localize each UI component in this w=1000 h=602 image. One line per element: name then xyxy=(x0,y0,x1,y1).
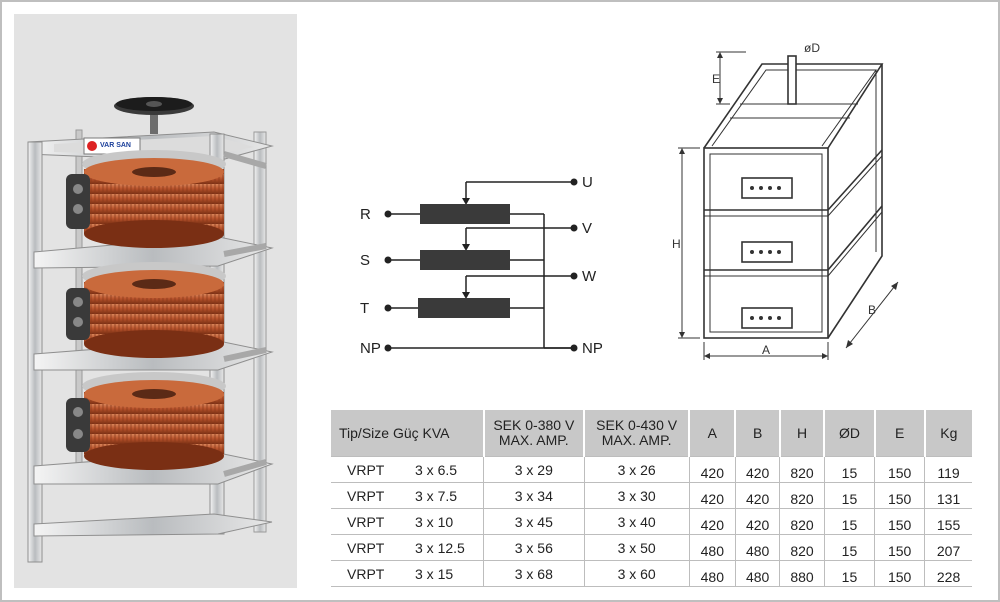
cell-od: 15 xyxy=(824,508,876,535)
cell-kg: 207 xyxy=(924,534,972,561)
cell-od: 15 xyxy=(824,456,876,483)
col-header-b: B xyxy=(735,410,781,457)
output-label-w: W xyxy=(582,268,597,285)
cell-e: 150 xyxy=(874,508,926,535)
dim-label-e: E xyxy=(712,72,720,86)
cell-a: 420 xyxy=(689,456,736,483)
cell-od: 15 xyxy=(824,482,876,509)
cell-h: 820 xyxy=(779,534,825,561)
cell-amp-430: 3 x 40 xyxy=(584,508,690,535)
coil-s xyxy=(420,250,510,270)
cell-kg: 131 xyxy=(924,482,972,509)
cell-h: 880 xyxy=(779,560,825,587)
cell-a: 480 xyxy=(689,534,736,561)
dim-label-h: H xyxy=(672,237,681,251)
cell-a: 420 xyxy=(689,508,736,535)
col-header-type: Tip/Size Güç KVA xyxy=(331,410,485,457)
col-header-h: H xyxy=(779,410,826,457)
cell-od: 15 xyxy=(824,534,876,561)
cell-kg: 155 xyxy=(924,508,972,535)
dim-label-a: A xyxy=(762,343,770,357)
col-header-kg: Kg xyxy=(924,410,972,457)
input-label-s: S xyxy=(360,252,370,269)
cell-od: 15 xyxy=(824,560,876,587)
cell-amp-430: 3 x 26 xyxy=(584,456,690,483)
cell-h: 820 xyxy=(779,482,825,509)
col-header-e: E xyxy=(874,410,926,457)
cell-h: 820 xyxy=(779,456,825,483)
wiring-schematic: R S T NP U V W NP xyxy=(360,174,603,357)
cell-e: 150 xyxy=(874,534,926,561)
brand-logo-text: VAR SAN xyxy=(100,142,131,149)
cell-amp-430: 3 x 60 xyxy=(584,560,690,587)
coil-t xyxy=(418,298,510,318)
cell-a: 420 xyxy=(689,482,736,509)
cell-amp-430: 3 x 50 xyxy=(584,534,690,561)
input-label-t: T xyxy=(360,300,369,317)
cell-kg: 228 xyxy=(924,560,972,587)
cell-b: 420 xyxy=(735,508,781,535)
output-label-u: U xyxy=(582,174,593,191)
variac-product-illustration: VAR SAN xyxy=(27,97,274,563)
cell-e: 150 xyxy=(874,482,926,509)
cell-a: 480 xyxy=(689,560,736,587)
cell-amp-380: 3 x 34 xyxy=(483,482,585,509)
cell-b: 420 xyxy=(735,482,781,509)
col-header-od: ØD xyxy=(824,410,876,457)
cell-b: 480 xyxy=(735,534,781,561)
dimension-drawing: øD E H A B xyxy=(672,41,899,360)
cell-e: 150 xyxy=(874,560,926,587)
product-photo-panel: VAR SAN xyxy=(14,14,297,588)
cell-amp-380: 3 x 68 xyxy=(483,560,585,587)
cell-h: 820 xyxy=(779,508,825,535)
dim-label-b: B xyxy=(868,303,876,317)
input-label-r: R xyxy=(360,206,371,223)
dim-label-od: øD xyxy=(804,41,820,55)
cell-b: 480 xyxy=(735,560,781,587)
output-label-v: V xyxy=(582,220,592,237)
coil-r xyxy=(420,204,510,224)
cell-e: 150 xyxy=(874,456,926,483)
output-label-np: NP xyxy=(582,340,603,357)
col-header-a: A xyxy=(689,410,737,457)
cell-b: 420 xyxy=(735,456,781,483)
cell-amp-380: 3 x 56 xyxy=(483,534,585,561)
input-label-np: NP xyxy=(360,340,381,357)
cell-amp-430: 3 x 30 xyxy=(584,482,690,509)
cell-amp-380: 3 x 45 xyxy=(483,508,585,535)
cell-amp-380: 3 x 29 xyxy=(483,456,585,483)
cell-kg: 119 xyxy=(924,456,972,483)
